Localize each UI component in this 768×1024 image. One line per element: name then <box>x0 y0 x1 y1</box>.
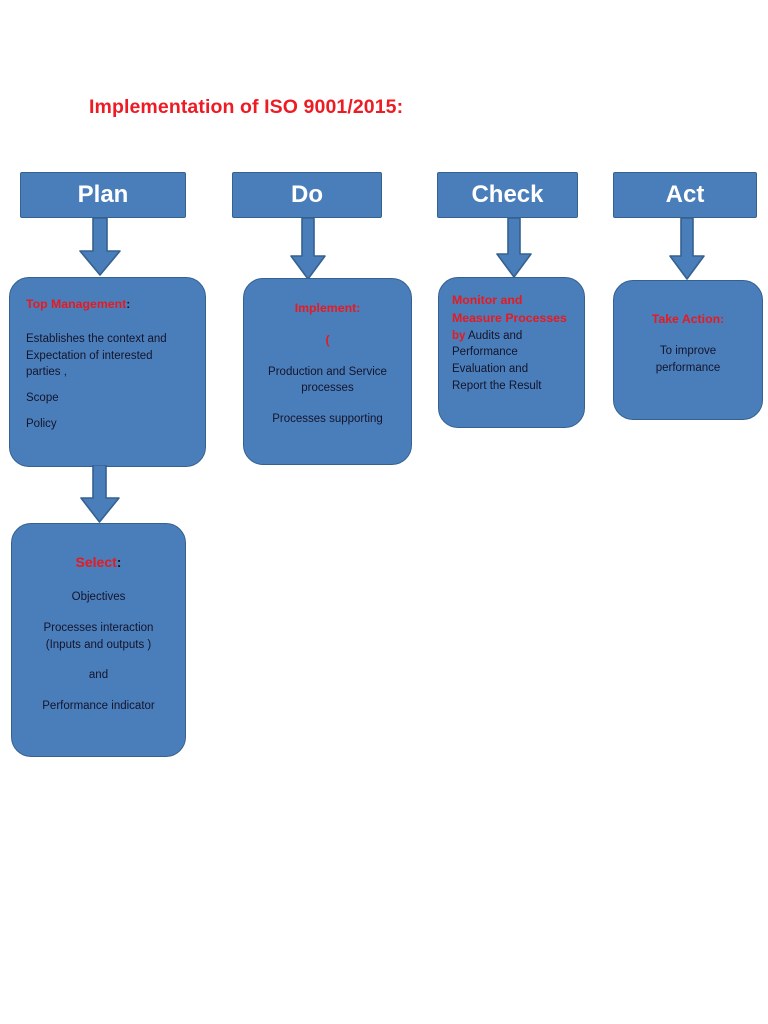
act-box-heading: Take Action: <box>626 311 750 329</box>
do-box-line-1: Production and Service <box>268 365 387 378</box>
plan-box-line-5: Scope <box>26 391 59 404</box>
plan-box-line-7: Policy <box>26 417 57 430</box>
phase-header-do-label: Do <box>291 181 323 208</box>
do-box-line-2: processes <box>301 382 354 395</box>
spacer <box>26 314 189 331</box>
select-box-line-8: Performance indicator <box>42 699 155 712</box>
check-box-by-line: by Audits and <box>452 328 571 345</box>
do-box-paren: ( <box>325 332 330 347</box>
spacer <box>254 397 401 411</box>
spacer <box>22 606 175 620</box>
select-box-line-3: Processes interaction <box>43 621 154 634</box>
arrow-do-down <box>290 218 326 280</box>
select-box-heading: Select: <box>22 552 175 572</box>
check-box-line-3: Report the Result <box>452 379 542 392</box>
phase-header-act[interactable]: Act <box>613 172 757 218</box>
content-box-check[interactable]: Monitor and Measure Processes by Audits … <box>438 277 585 428</box>
content-box-plan[interactable]: Top Management: Establishes the context … <box>9 277 206 467</box>
plan-box-heading-text: Top Management <box>26 297 127 311</box>
phase-header-check[interactable]: Check <box>437 172 578 218</box>
act-box-line-1: To improve <box>659 344 717 357</box>
page-title: Implementation of ISO 9001/2015: <box>89 96 404 118</box>
select-box-heading-colon: : <box>116 554 122 570</box>
check-box-line-1: Performance <box>452 346 518 359</box>
plan-box-line-3: parties , <box>26 366 67 379</box>
spacer <box>26 407 189 416</box>
content-box-do[interactable]: Implement: ( Production and Service proc… <box>243 278 412 465</box>
spacer <box>26 381 189 390</box>
select-box-line-4: (Inputs and outputs ) <box>45 638 152 651</box>
spacer <box>22 684 175 698</box>
check-box-line-2: Evaluation and <box>452 363 529 375</box>
spacer <box>22 572 175 589</box>
do-box-heading-text: Implement <box>294 301 357 315</box>
arrow-check-down <box>496 218 532 278</box>
spacer <box>254 318 401 332</box>
select-box-line-6: and <box>88 669 109 682</box>
content-box-select[interactable]: Select: Objectives Processes interaction… <box>11 523 186 757</box>
select-box-line-1: Objectives <box>71 591 126 604</box>
plan-box-line-2: Expectation of interested <box>26 349 153 362</box>
phase-header-plan[interactable]: Plan <box>20 172 186 218</box>
spacer <box>254 350 401 364</box>
phase-header-check-label: Check <box>471 181 544 208</box>
phase-header-do[interactable]: Do <box>232 172 382 218</box>
act-box-heading-colon: : <box>720 312 725 326</box>
check-box-by-rest: Audits and <box>465 329 523 342</box>
content-box-act[interactable]: Take Action: To improve performance <box>613 280 763 420</box>
spacer <box>626 329 750 343</box>
plan-box-heading: Top Management: <box>26 296 189 314</box>
arrow-plan-to-select <box>80 465 120 523</box>
plan-box-line-1: Establishes the context and <box>26 332 167 345</box>
spacer <box>22 653 175 667</box>
do-box-line-4: Processes supporting <box>272 413 383 425</box>
check-box-by-word: by <box>452 329 466 342</box>
check-box-heading-line-2: Measure Processes <box>452 310 567 325</box>
select-box-heading-text: Select <box>75 554 117 570</box>
act-box-line-2: performance <box>655 361 721 374</box>
plan-box-heading-colon: : <box>126 297 131 311</box>
arrow-act-down <box>669 218 705 280</box>
act-box-heading-text: Take Action <box>651 312 721 326</box>
arrow-plan-down <box>79 218 121 276</box>
do-box-heading-colon: : <box>356 301 361 315</box>
phase-header-act-label: Act <box>665 181 705 208</box>
check-box-heading-line-1: Monitor and <box>452 293 523 307</box>
do-box-heading: Implement: <box>254 300 401 318</box>
phase-header-plan-label: Plan <box>77 181 129 208</box>
